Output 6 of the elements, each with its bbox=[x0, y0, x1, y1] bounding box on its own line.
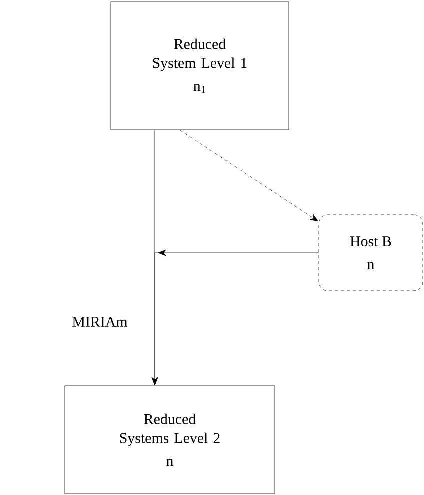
process-box: Reduced System Level 1 n$_{1}$ bbox=[110, 2, 290, 130]
process-box: Reduced Systems Level 2 n bbox=[64, 386, 276, 494]
arrow bbox=[152, 250, 319, 386]
side-label: MIRIAm bbox=[72, 317, 128, 327]
arrow bbox=[180, 130, 319, 222]
host-box: Host B n bbox=[318, 214, 424, 292]
